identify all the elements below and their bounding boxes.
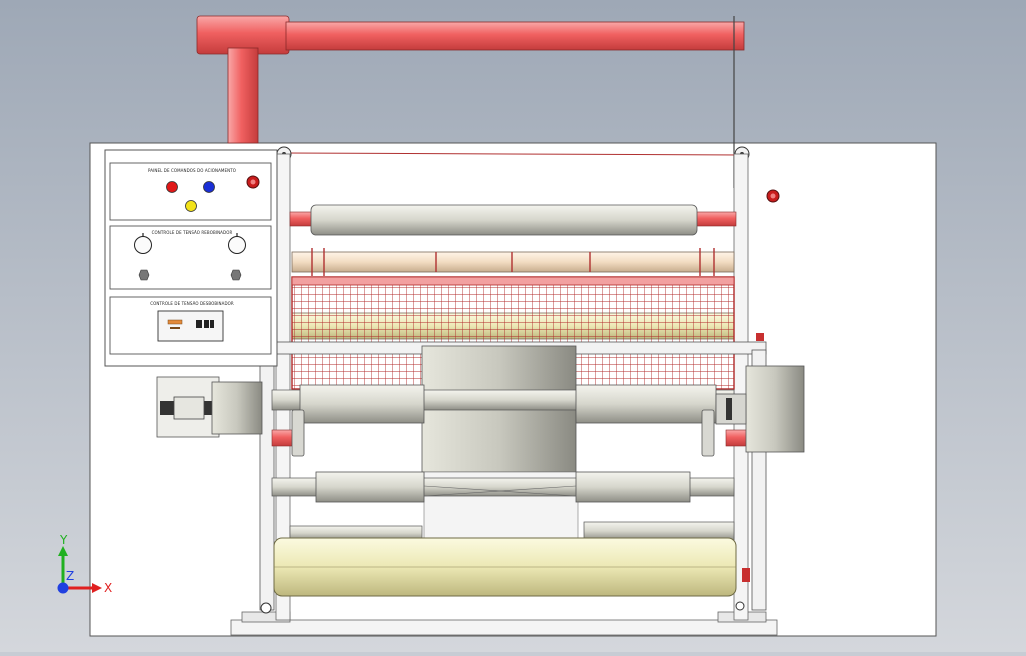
rewinder-tension-section [109, 225, 272, 290]
right-clamp-arm [701, 409, 715, 457]
controller-key-2[interactable] [204, 320, 209, 328]
y-axis-label: Y [59, 533, 68, 547]
peach-roller-1 [291, 251, 735, 273]
axis-triad: Y X Z [57, 533, 112, 595]
tension-cable [283, 152, 743, 156]
left-drive-motor [211, 381, 263, 435]
controller-key-1[interactable] [196, 320, 202, 328]
control-panel: PAINEL DE COMANDOS DO ACIONAMENTO CONTRO… [104, 149, 278, 367]
z-axis-dot [57, 582, 69, 594]
left-tension-knob[interactable] [134, 236, 152, 254]
x-axis-label: X [104, 581, 112, 595]
upper-guide-roller [310, 204, 698, 236]
z-axis-label: Z [66, 569, 74, 583]
left-side-plate [275, 153, 291, 621]
rewinder-tension-label: CONTROLE DE TENSÃO REBOBINADOR [152, 230, 233, 235]
left-indicator-lamp [138, 269, 150, 281]
right-indicator-lamp [230, 269, 242, 281]
blue-button[interactable] [203, 181, 215, 193]
drive-controls-label: PAINEL DE COMANDOS DO ACIONAMENTO [148, 168, 236, 173]
left-clamp-arm [291, 409, 305, 457]
base-plinth [230, 619, 778, 636]
red-start-button[interactable] [166, 181, 178, 193]
pipe-vertical-down [227, 47, 259, 144]
left-core-roll [299, 384, 425, 424]
unwinder-tension-label: CONTROLE DE TENSÃO DESBOBINADOR [150, 301, 234, 306]
right-tension-knob[interactable] [228, 236, 246, 254]
right-unwind-drum [745, 365, 805, 453]
yellow-button[interactable] [185, 200, 197, 212]
top-pipe-horizontal [285, 21, 745, 51]
right-core-roll [575, 384, 717, 424]
